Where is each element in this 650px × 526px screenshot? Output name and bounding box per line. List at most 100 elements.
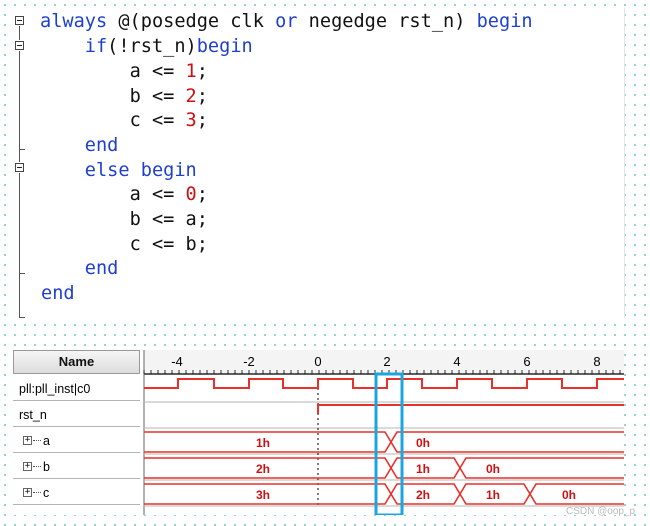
bus-b-waveform[interactable]: 2h 1h 0h <box>144 457 624 479</box>
expand-plus-icon[interactable]: + <box>23 435 32 445</box>
bus-value: 0h <box>416 436 430 450</box>
fold-guide-line <box>19 51 20 149</box>
code-text: @(posedge clk <box>107 11 276 32</box>
tree-connector <box>33 492 41 493</box>
code-indent <box>40 184 130 205</box>
code-indent <box>40 258 85 279</box>
code-indent <box>40 209 130 230</box>
bus-a-waveform[interactable]: 1h 0h <box>144 431 624 453</box>
code-keyword: if <box>84 36 108 57</box>
code-keyword: begin <box>196 36 253 57</box>
code-keyword: end <box>41 283 75 304</box>
expand-plus-icon[interactable]: + <box>23 487 32 497</box>
signal-name: a <box>43 434 50 448</box>
code-number: 2 <box>185 86 197 107</box>
code-text: ; <box>196 184 208 205</box>
bus-value: 2h <box>416 488 430 502</box>
bus-value: 1h <box>256 436 270 450</box>
bus-value: 1h <box>416 462 430 476</box>
code-line[interactable]: if(!rst_n)begin <box>40 35 253 59</box>
rst-n-waveform[interactable] <box>317 404 624 414</box>
code-keyword: begin <box>476 11 533 32</box>
code-number: 1 <box>185 61 197 82</box>
code-indent <box>40 86 130 107</box>
signal-name: pll:pll_inst|c0 <box>19 382 91 396</box>
code-indent <box>40 110 130 131</box>
expand-plus-icon[interactable]: + <box>23 461 32 471</box>
clock-waveform[interactable] <box>144 378 624 389</box>
code-text: c <= b; <box>129 234 208 255</box>
code-indent <box>40 135 85 156</box>
signal-name: b <box>43 460 50 474</box>
signal-name: c <box>43 486 50 500</box>
fold-guide-line <box>19 273 20 317</box>
fold-guide-tick <box>19 273 25 274</box>
code-line[interactable]: else begin <box>40 159 197 183</box>
fold-guide-tick <box>19 149 25 150</box>
code-line[interactable]: b <= a; <box>40 208 208 232</box>
time-ruler[interactable] <box>144 350 624 374</box>
code-indent <box>40 160 85 181</box>
signal-row-c[interactable]: + c <box>13 481 140 505</box>
fold-guide-line <box>19 173 20 273</box>
fold-guide-line <box>19 149 20 162</box>
waveform-canvas[interactable]: -4 -2 0 2 4 6 8 1h 0h <box>13 348 624 515</box>
tree-connector <box>33 440 41 441</box>
code-text: a <= <box>129 61 186 82</box>
code-keyword: end <box>84 135 119 156</box>
fold-toggle-if[interactable] <box>15 41 24 50</box>
code-text: ; <box>196 110 208 131</box>
code-line[interactable]: always @(posedge clk or negedge rst_n) b… <box>40 10 533 34</box>
bus-c-waveform[interactable]: 3h 2h 1h 0h <box>144 483 624 505</box>
highlight-box <box>374 372 404 515</box>
name-column-header[interactable]: Name <box>13 350 140 374</box>
code-indent <box>40 234 130 255</box>
signal-row-rst-n[interactable]: rst_n <box>13 403 140 427</box>
fold-gutter <box>13 8 35 318</box>
code-keyword: end <box>84 258 119 279</box>
tick-label: 4 <box>453 354 460 369</box>
code-line[interactable]: c <= 3; <box>40 109 208 133</box>
tick-label: 2 <box>383 354 390 369</box>
code-text: ; <box>196 61 208 82</box>
code-text: c <= <box>129 110 186 131</box>
code-line[interactable]: end <box>40 134 119 158</box>
fold-guide-line <box>19 26 20 40</box>
code-line[interactable]: end <box>40 257 119 281</box>
signal-row-clk[interactable]: pll:pll_inst|c0 <box>13 377 140 401</box>
code-number: 3 <box>185 110 197 131</box>
code-editor[interactable]: always @(posedge clk or negedge rst_n) b… <box>13 8 625 318</box>
tree-connector <box>33 466 41 467</box>
code-text: ; <box>196 86 208 107</box>
code-text: (!rst_n) <box>107 36 197 57</box>
fold-toggle-else[interactable] <box>15 163 24 172</box>
tick-label: 6 <box>523 354 530 369</box>
code-line[interactable]: a <= 1; <box>40 60 208 84</box>
code-text: b <= a; <box>129 209 208 230</box>
code-line[interactable]: c <= b; <box>40 233 208 257</box>
signal-name-column: Name pll:pll_inst|c0 rst_n + a + b + c <box>13 348 144 515</box>
signal-row-a[interactable]: + a <box>13 429 140 453</box>
tick-label: -4 <box>171 354 183 369</box>
signal-row-b[interactable]: + b <box>13 455 140 479</box>
fold-guide-tick <box>19 317 25 318</box>
code-line[interactable]: a <= 0; <box>40 183 208 207</box>
code-text: negedge rst_n) <box>297 11 477 32</box>
bus-value: 1h <box>486 488 500 502</box>
watermark: CSDN @oop_p <box>566 506 636 517</box>
signal-name: rst_n <box>19 408 47 422</box>
code-text: a <= <box>129 184 186 205</box>
ruler-minor-ticks <box>143 370 621 374</box>
bus-value: 0h <box>486 462 500 476</box>
tick-label: -2 <box>243 354 255 369</box>
ruler-labels: -4 -2 0 2 4 6 8 <box>171 354 600 369</box>
code-line[interactable]: end <box>41 282 75 306</box>
waveform-viewer[interactable]: Name pll:pll_inst|c0 rst_n + a + b + c <box>13 348 624 515</box>
fold-toggle-always[interactable] <box>15 16 24 25</box>
code-keyword: else begin <box>84 160 197 181</box>
code-line[interactable]: b <= 2; <box>40 85 208 109</box>
code-keyword: always <box>40 11 108 32</box>
bus-value: 0h <box>562 488 576 502</box>
tick-label: 0 <box>314 354 321 369</box>
code-keyword: or <box>275 11 298 32</box>
